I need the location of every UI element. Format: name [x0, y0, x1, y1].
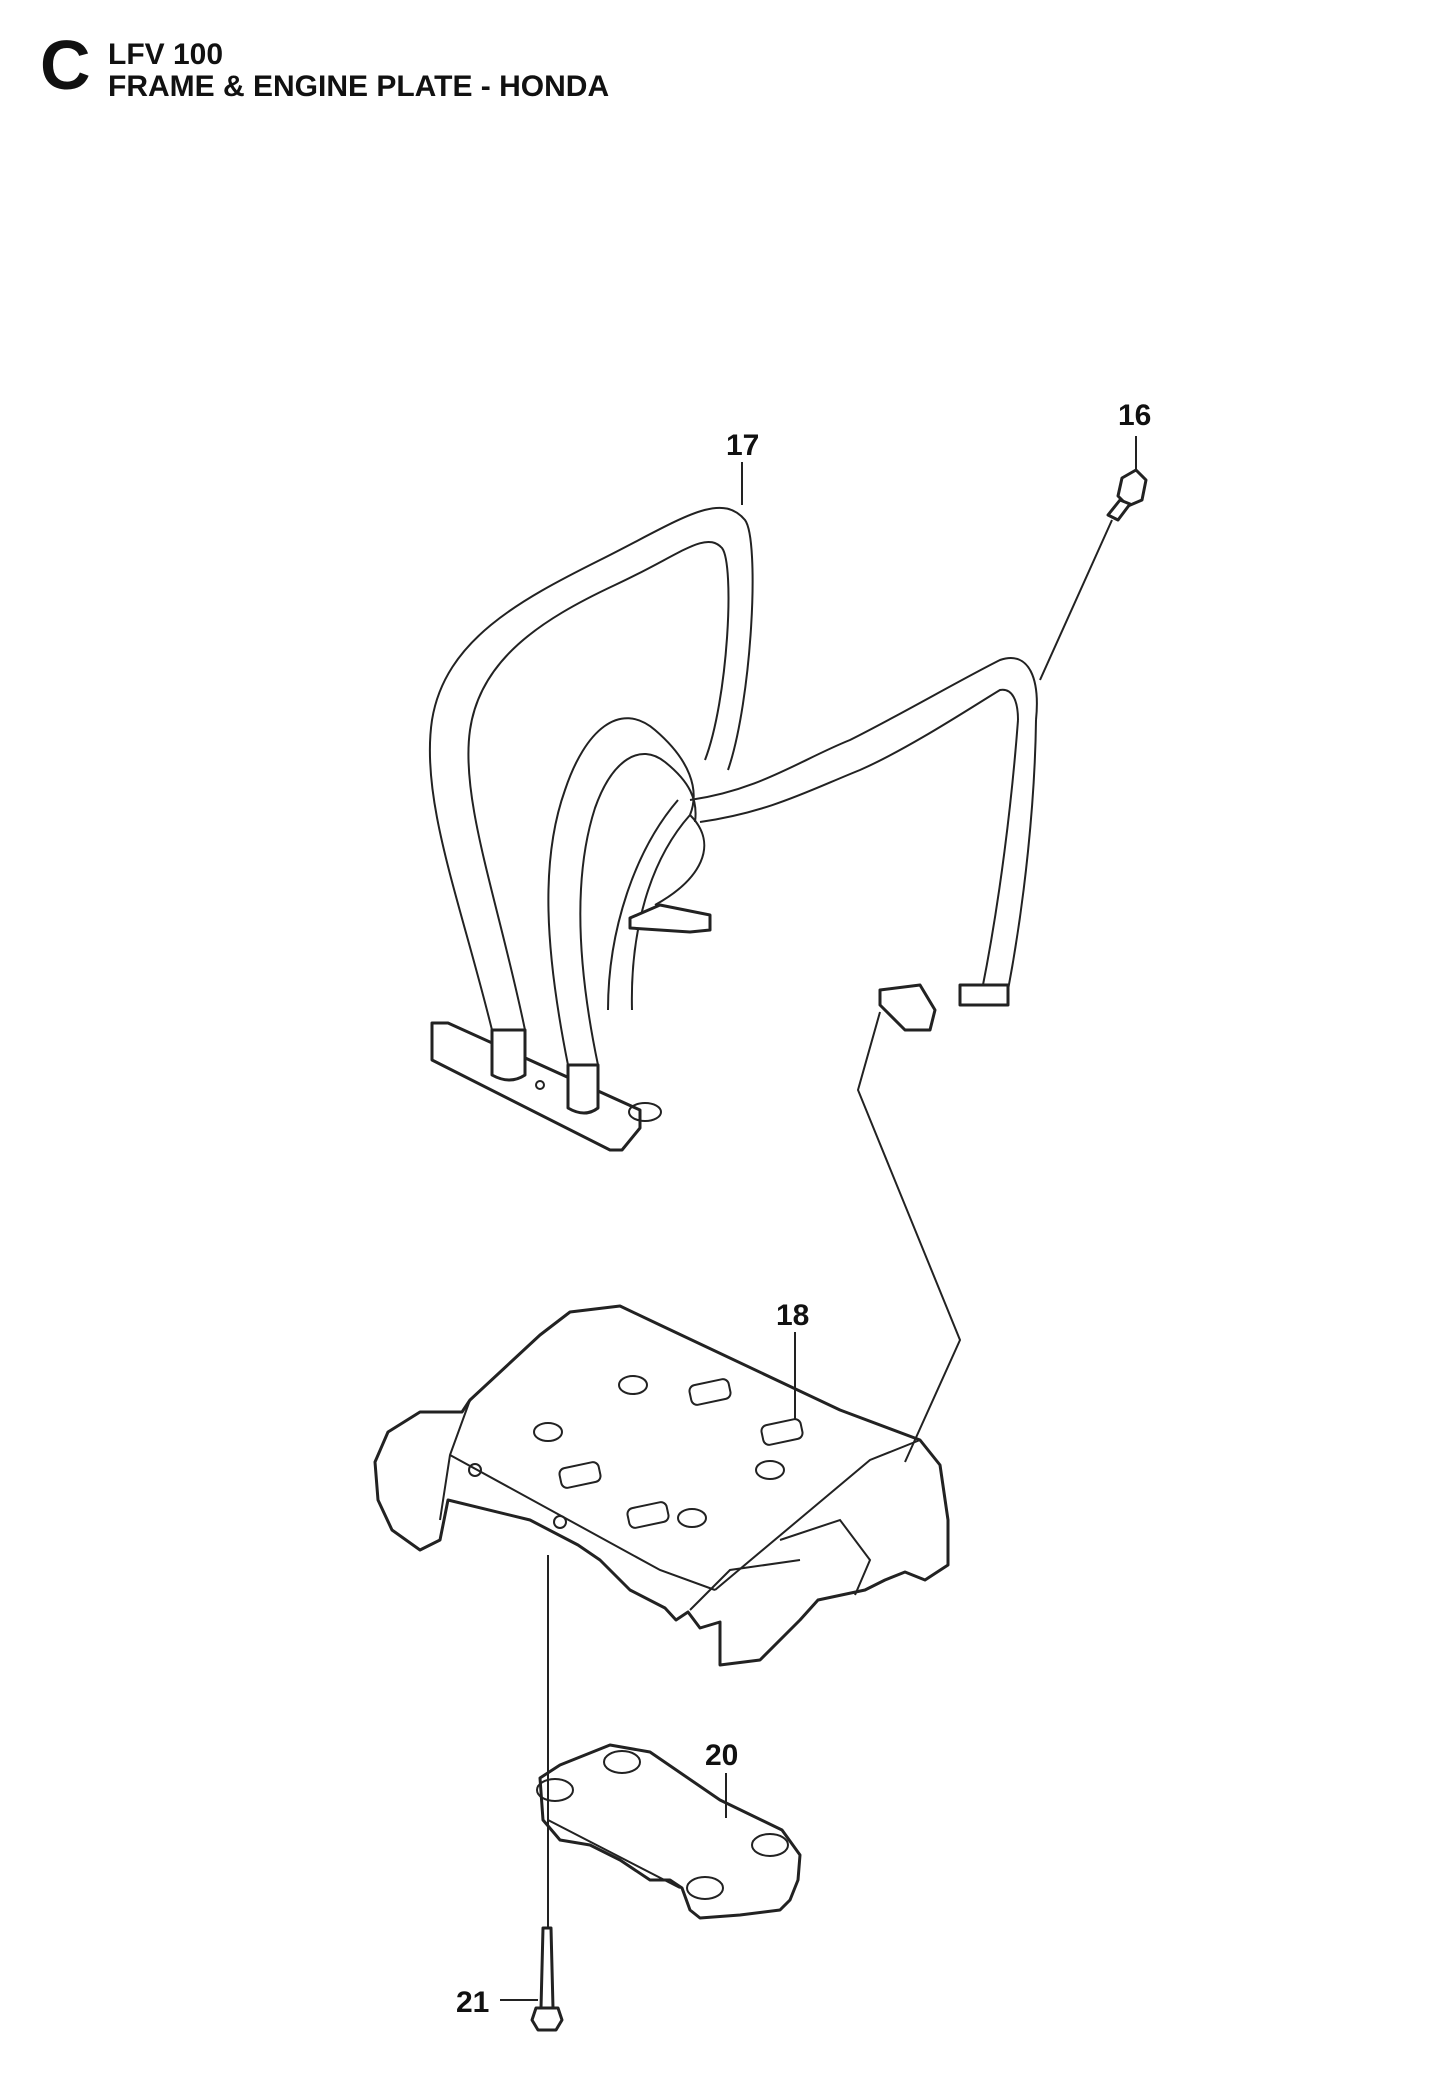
part-18-engine-plate [373, 1304, 950, 1667]
section-letter: C [40, 26, 91, 104]
part-21-bolt [530, 1926, 564, 2032]
callout-17: 17 [726, 429, 759, 462]
part-16-bolt [1106, 468, 1148, 522]
callout-16: 16 [1118, 399, 1151, 432]
callout-20: 20 [705, 1739, 738, 1772]
diagram-title: FRAME & ENGINE PLATE - HONDA [108, 70, 610, 103]
part-17-frame [428, 506, 1038, 1152]
part-20-support-plate [536, 1743, 802, 1920]
model-label: LFV 100 [108, 38, 224, 71]
leader-lines [500, 436, 1137, 2001]
callout-21: 21 [456, 1986, 489, 2019]
callout-18: 18 [776, 1299, 809, 1332]
